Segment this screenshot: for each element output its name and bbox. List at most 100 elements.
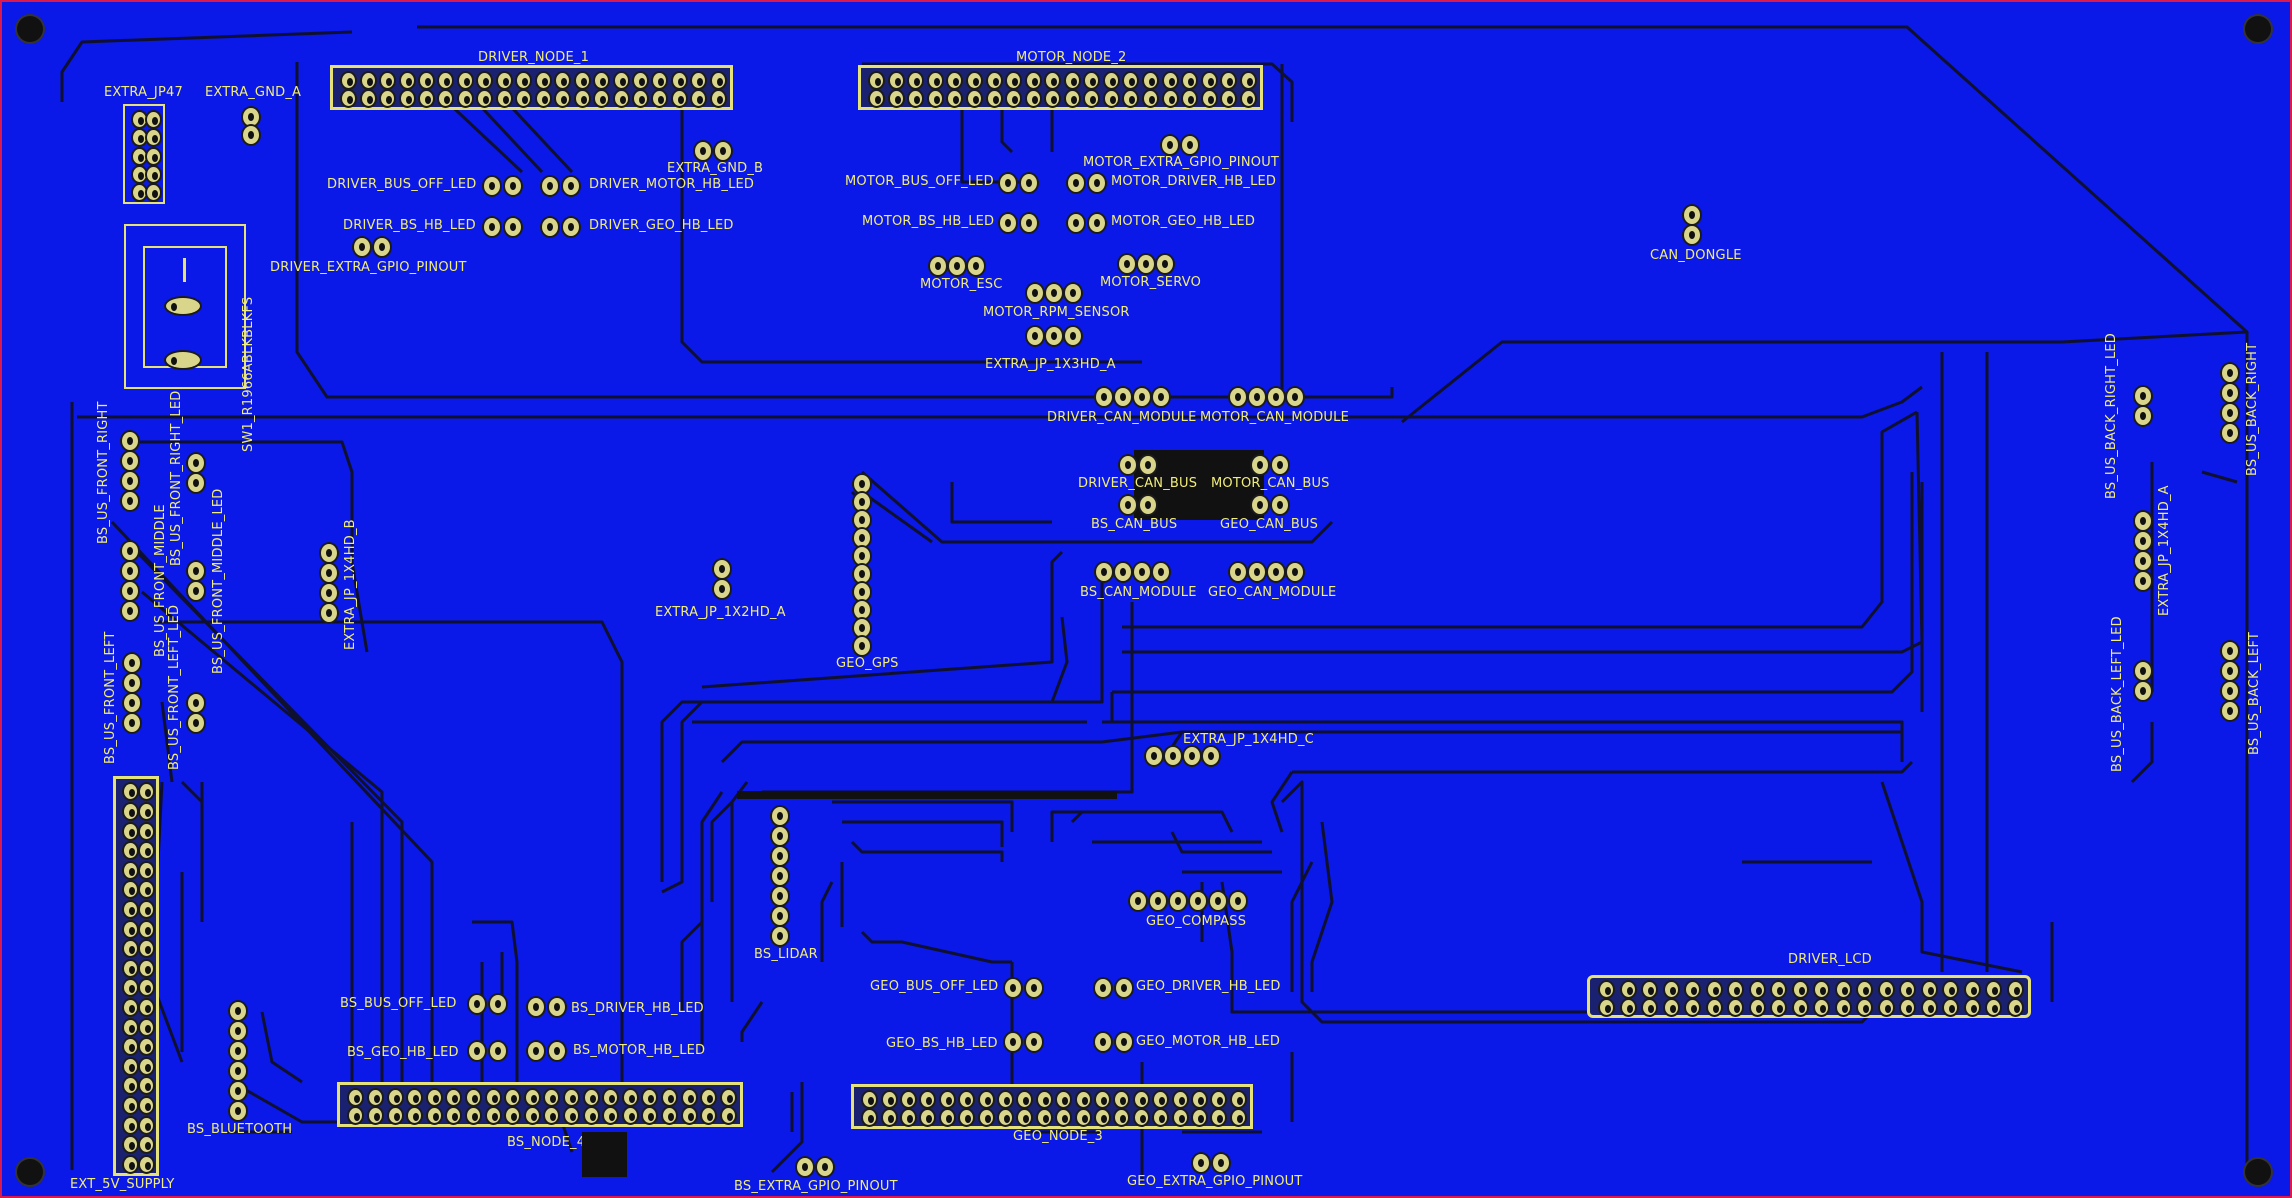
header-pin-pad[interactable] [575,91,589,107]
header-pin-pad[interactable] [662,1108,676,1124]
header-pin-pad[interactable] [1750,982,1764,998]
header-pin-pad[interactable] [987,91,1001,107]
header-pin-pad[interactable] [1018,1110,1032,1126]
bs-can-module-pad[interactable] [1134,563,1150,581]
driver-can-module-pad[interactable] [1153,388,1169,406]
header-pin-pad[interactable] [1065,91,1079,107]
header-pin-pad[interactable] [653,91,667,107]
bs-us-back-left-pad[interactable] [2222,702,2238,720]
header-pin-pad[interactable] [1729,999,1743,1015]
bs-geo-hb-led-pad[interactable] [490,1042,506,1060]
header-pin-pad[interactable] [478,72,492,88]
header-pin-pad[interactable] [1173,1110,1187,1126]
bs-us-back-right-led-pad[interactable] [2135,407,2151,425]
motor-servo-pad[interactable] [1157,255,1173,273]
bs-can-bus-pad[interactable] [1120,496,1136,514]
motor-can-module-pad[interactable] [1268,388,1284,406]
header-pin-pad[interactable] [1183,72,1197,88]
driver-node-1-header[interactable] [330,65,733,110]
header-pin-pad[interactable] [139,1156,153,1172]
bs-us-back-left-pad[interactable] [2222,682,2238,700]
header-pin-pad[interactable] [1026,72,1040,88]
header-pin-pad[interactable] [2008,999,2022,1015]
header-pin-pad[interactable] [146,130,160,146]
bs-us-front-middle-pad[interactable] [122,582,138,600]
driver-can-bus-pad[interactable] [1120,456,1136,474]
header-pin-pad[interactable] [1793,982,1807,998]
header-pin-pad[interactable] [1750,999,1764,1015]
extra-jp-1x4hd-b-pad[interactable] [321,564,337,582]
header-pin-pad[interactable] [1965,999,1979,1015]
header-pin-pad[interactable] [711,91,725,107]
header-pin-pad[interactable] [497,91,511,107]
bs-bus-off-led-pad[interactable] [490,995,506,1013]
geo-can-module-pad[interactable] [1268,563,1284,581]
extra-gnd-a-pad[interactable] [243,108,259,126]
can-dongle-pad[interactable] [1684,206,1700,224]
header-pin-pad[interactable] [1096,1091,1109,1107]
driver-geo-hb-led-pad[interactable] [542,218,558,236]
bs-us-front-left-pad[interactable] [124,714,140,732]
header-pin-pad[interactable] [525,1108,539,1124]
header-pin-pad[interactable] [584,1108,598,1124]
header-pin-pad[interactable] [123,882,137,898]
header-pin-pad[interactable] [486,1108,500,1124]
header-pin-pad[interactable] [478,91,492,107]
header-pin-pad[interactable] [948,72,962,88]
header-pin-pad[interactable] [342,72,356,88]
sw1-outline[interactable] [124,224,246,389]
header-pin-pad[interactable] [1134,1091,1148,1107]
header-pin-pad[interactable] [1815,999,1829,1015]
header-pin-pad[interactable] [614,72,628,88]
header-pin-pad[interactable] [139,803,153,819]
header-pin-pad[interactable] [902,1110,915,1126]
motor-bus-off-led-pad[interactable] [1021,174,1037,192]
extra-jp-1x4hd-b-pad[interactable] [321,604,337,622]
header-pin-pad[interactable] [545,1108,559,1124]
header-pin-pad[interactable] [123,1156,137,1172]
header-pin-pad[interactable] [1772,999,1786,1015]
bs-us-back-right-pad[interactable] [2222,364,2238,382]
header-pin-pad[interactable] [146,166,160,182]
extra-jp-1x4hd-c-pad[interactable] [1146,747,1162,765]
bs-geo-hb-led-pad[interactable] [469,1042,485,1060]
header-pin-pad[interactable] [1115,1091,1129,1107]
header-pin-pad[interactable] [349,1089,363,1105]
header-pin-pad[interactable] [368,1089,382,1105]
extra-jp-1x3hd-a-pad[interactable] [1027,327,1043,345]
header-pin-pad[interactable] [139,862,153,878]
header-pin-pad[interactable] [506,1108,520,1124]
header-pin-pad[interactable] [1057,1110,1071,1126]
header-pin-pad[interactable] [506,1089,520,1105]
header-pin-pad[interactable] [361,91,375,107]
header-pin-pad[interactable] [1143,72,1157,88]
header-pin-pad[interactable] [1944,999,1958,1015]
bs-us-front-right-pad[interactable] [122,452,138,470]
header-pin-pad[interactable] [921,1091,935,1107]
header-pin-pad[interactable] [979,1110,993,1126]
header-pin-pad[interactable] [427,1089,441,1105]
bs-us-back-right-pad[interactable] [2222,404,2238,422]
driver-geo-hb-led-pad[interactable] [563,218,579,236]
bs-motor-hb-led-pad[interactable] [528,1042,544,1060]
motor-servo-pad[interactable] [1119,255,1135,273]
motor-can-bus-pad[interactable] [1252,456,1268,474]
header-pin-pad[interactable] [139,1137,153,1153]
header-pin-pad[interactable] [1879,982,1893,998]
driver-lcd-header[interactable] [1587,975,2031,1018]
header-pin-pad[interactable] [921,1110,935,1126]
header-pin-pad[interactable] [1858,999,1872,1015]
geo-compass-pad[interactable] [1190,892,1206,910]
header-pin-pad[interactable] [458,91,472,107]
header-pin-pad[interactable] [139,823,153,839]
header-pin-pad[interactable] [1621,999,1635,1015]
header-pin-pad[interactable] [928,91,942,107]
extra-jp-1x4hd-a-pad[interactable] [2135,512,2151,530]
header-pin-pad[interactable] [672,72,686,88]
header-pin-pad[interactable] [1085,91,1099,107]
header-pin-pad[interactable] [123,803,137,819]
bs-lidar-pad[interactable] [772,887,788,905]
header-pin-pad[interactable] [139,1078,153,1094]
motor-rpm-sensor-pad[interactable] [1046,284,1062,302]
header-pin-pad[interactable] [123,980,137,996]
